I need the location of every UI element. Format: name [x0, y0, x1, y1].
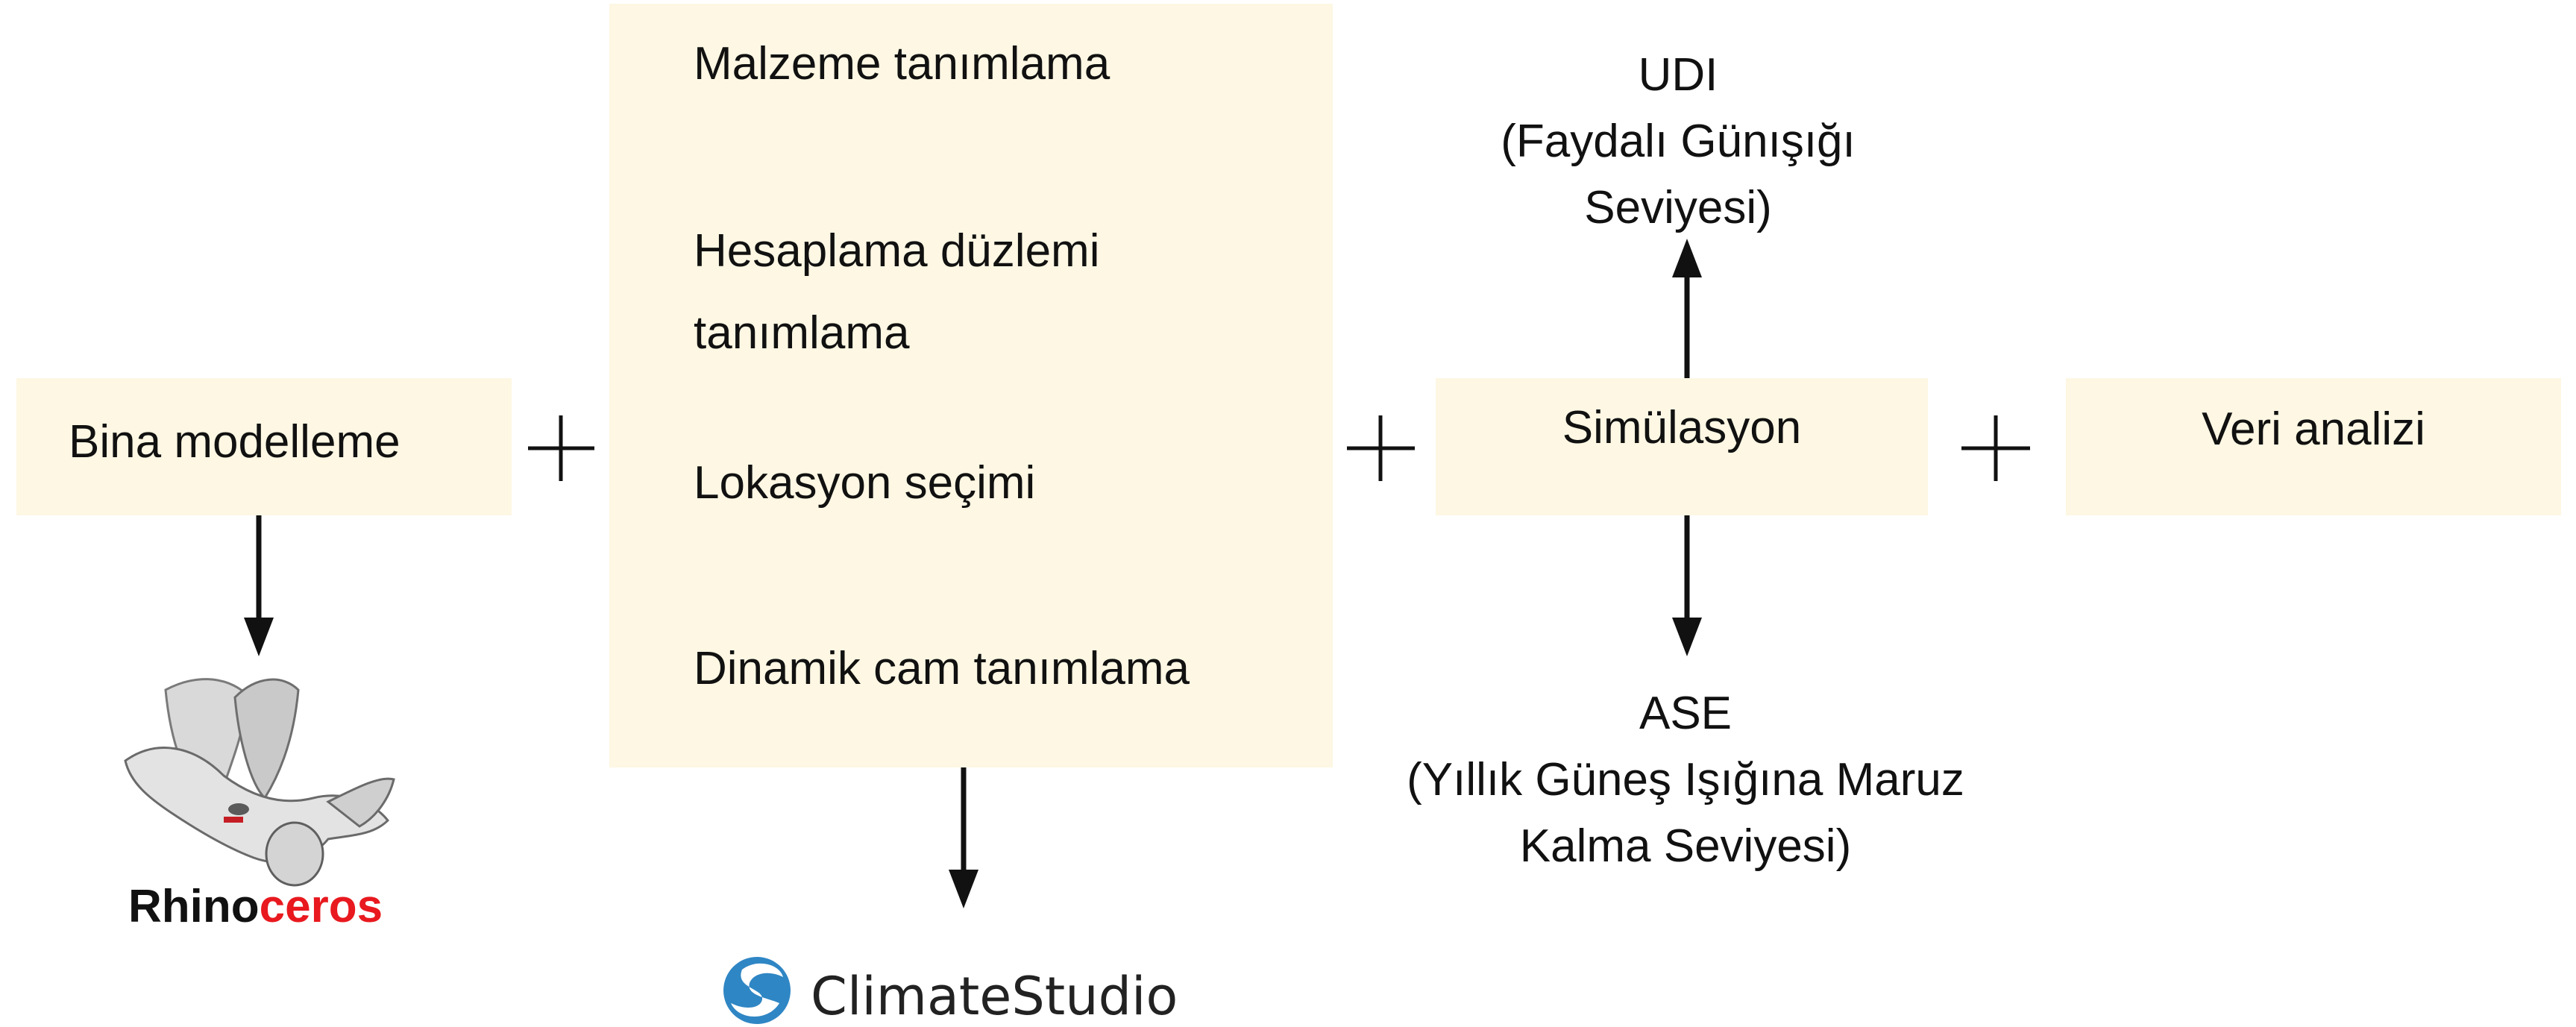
- plus-connector-2: [1347, 415, 1415, 481]
- bina-modelleme-label: Bina modelleme: [69, 416, 400, 468]
- ase-label-line3: Kalma Seviyesi): [1519, 820, 1852, 872]
- climatestudio-logo-icon: [723, 957, 791, 1024]
- setup-steps-box: [609, 4, 1333, 767]
- setup-item-hesaplama-line1: Hesaplama düzlemi: [694, 225, 1100, 277]
- rhinoceros-logo-text: Rhinoceros: [128, 880, 383, 933]
- arrow-simulation-to-udi: [1672, 239, 1702, 378]
- udi-label-line1: UDI: [1638, 49, 1718, 101]
- rhinoceros-logo-text-part1: Rhino: [128, 881, 260, 932]
- bina-modelleme-box: [16, 378, 512, 515]
- climatestudio-logo-text: ClimateStudio: [811, 966, 1178, 1027]
- ase-label-line1: ASE: [1639, 688, 1732, 739]
- simulasyon-box: [1436, 378, 1928, 515]
- ase-label-line2: (Yıllık Güneş Işığına Maruz: [1407, 754, 1964, 805]
- veri-analizi-box: [2066, 378, 2561, 515]
- plus-connector-1: [528, 415, 594, 481]
- rhinoceros-logo-icon: [124, 678, 395, 887]
- setup-item-malzeme: Malzeme tanımlama: [694, 38, 1110, 89]
- setup-item-dinamik-cam: Dinamik cam tanımlama: [694, 643, 1190, 694]
- simulasyon-label: Simülasyon: [1562, 402, 1802, 453]
- veri-analizi-label: Veri analizi: [2202, 403, 2425, 455]
- udi-label-line3: Seviyesi): [1584, 182, 1772, 233]
- arrow-simulation-to-ase: [1672, 515, 1702, 656]
- rhinoceros-logo-text-part2: ceros: [259, 881, 383, 932]
- setup-item-hesaplama-line2: tanımlama: [694, 307, 910, 359]
- udi-label-line2: (Faydalı Günışığı: [1501, 116, 1856, 167]
- plus-connector-3: [1961, 415, 2030, 481]
- setup-item-lokasyon: Lokasyon seçimi: [694, 457, 1036, 509]
- arrow-setup-to-climatestudio: [949, 767, 978, 908]
- arrow-modeling-to-rhino: [244, 515, 274, 656]
